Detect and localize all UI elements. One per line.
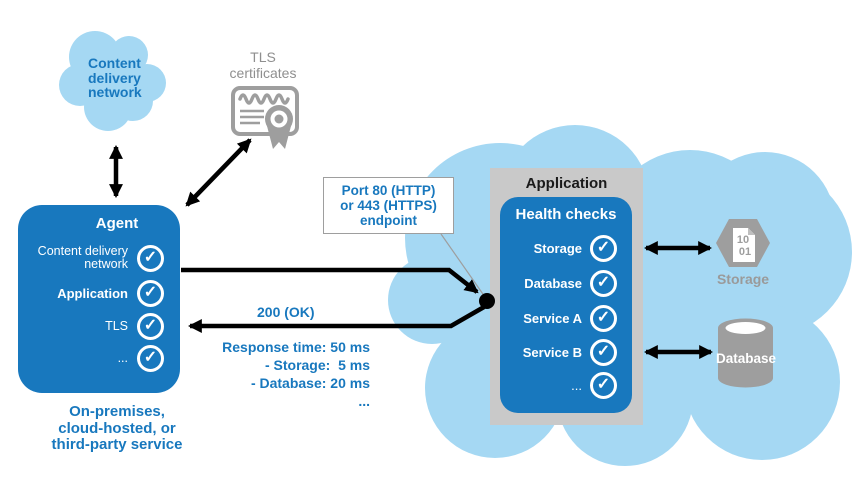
storage-icon: 10 01 (716, 219, 770, 267)
check-icon: ✓ (590, 269, 617, 297)
cdn-cloud-label-line: Content (88, 55, 141, 71)
endpoint-callout: Port 80 (HTTP) or 443 (HTTPS) endpoint (323, 177, 454, 234)
response-status-label: 200 (OK) (257, 304, 315, 320)
response-metrics-line: - Database: 20 ms (250, 375, 370, 391)
health-item-storage: Storage ✓ (500, 233, 632, 263)
endpoint-callout-line: or 443 (HTTPS) (340, 198, 437, 213)
tls-label-line: certificates (229, 65, 297, 81)
agent-item-label: Application (57, 285, 128, 301)
health-item-service-b: Service B ✓ (500, 337, 632, 367)
agent-item-label: TLS (105, 318, 128, 333)
svg-text:10: 10 (737, 234, 749, 246)
check-icon: ✓ (137, 244, 164, 272)
agent-caption: On-premises, cloud-hosted, or third-part… (27, 403, 207, 454)
agent-item-application: Application ✓ (18, 278, 180, 308)
cdn-cloud-shape (59, 31, 166, 131)
check-icon: ✓ (590, 234, 617, 262)
cdn-cloud-label-line: delivery (88, 69, 141, 86)
agent-caption-line: cloud-hosted, or (58, 419, 176, 437)
database-icon-label: Database (715, 351, 777, 366)
health-item-label: Database (524, 275, 582, 291)
response-metrics: Response time: 50 ms - Storage: 5 ms - D… (190, 338, 370, 410)
tls-label-line: TLS (250, 49, 276, 65)
certificate-seal (265, 105, 293, 149)
check-icon: ✓ (590, 304, 617, 332)
agent-caption-line: On-premises, (69, 403, 165, 420)
health-checks-box: Health checks Storage ✓ Database ✓ Servi… (500, 197, 632, 413)
response-metrics-line: - Storage: 5 ms (264, 357, 370, 373)
agent-title: Agent (95, 215, 139, 232)
check-icon: ✓ (590, 338, 617, 366)
health-item-label: Storage (533, 240, 582, 256)
check-icon: ✓ (590, 371, 617, 399)
svg-text:01: 01 (739, 246, 751, 258)
tls-certificates-label: TLS certificates (203, 49, 323, 81)
health-item-service-a: Service A ✓ (500, 303, 632, 333)
response-metrics-line: ... (358, 393, 370, 409)
agent-caption-line: third-party service (51, 436, 183, 453)
health-item-more: ... ✓ (500, 370, 632, 400)
health-checks-title: Health checks (515, 206, 617, 223)
health-item-label: ... (571, 377, 582, 393)
application-panel: Application Health checks Storage ✓ Data… (490, 168, 643, 425)
storage-icon-label: Storage (716, 271, 770, 287)
health-item-label: Service B (522, 344, 582, 360)
endpoint-callout-line: endpoint (360, 213, 417, 228)
application-title: Application (525, 175, 608, 192)
check-icon: ✓ (137, 279, 164, 307)
agent-item-more: ... ✓ (18, 343, 180, 373)
cdn-cloud-label: Content delivery network (88, 56, 142, 100)
cdn-cloud-label-line: network (88, 84, 142, 100)
check-icon: ✓ (137, 312, 164, 340)
response-metrics-line: Response time: 50 ms (222, 339, 370, 355)
agent-item-label: ... (117, 350, 128, 365)
certificate-seal-center (274, 114, 284, 124)
database-icon (718, 318, 773, 388)
agent-item-tls: TLS ✓ (18, 311, 180, 341)
endpoint-callout-line: Port 80 (HTTP) (341, 183, 436, 198)
check-icon: ✓ (137, 344, 164, 372)
health-item-database: Database ✓ (500, 268, 632, 298)
health-item-label: Service A (523, 310, 582, 326)
